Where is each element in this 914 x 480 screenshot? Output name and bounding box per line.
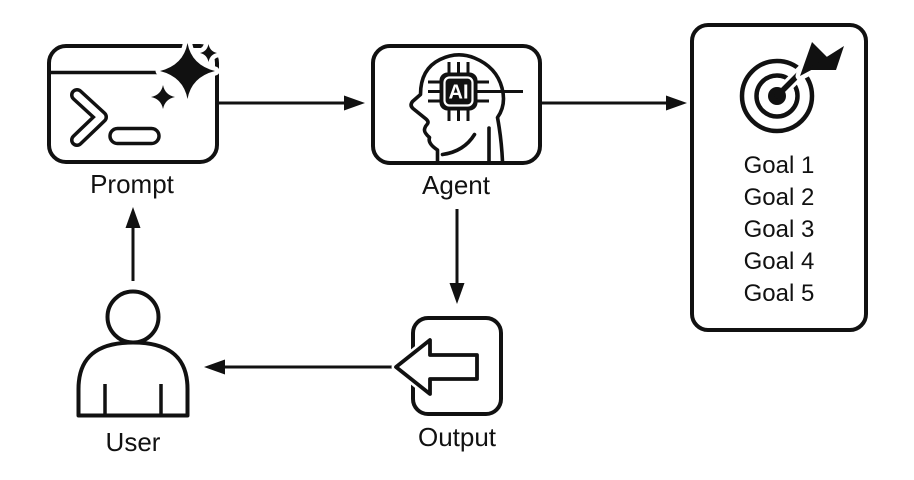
output-label: Output [417,422,497,452]
prompt-icon [47,38,222,164]
person-head [105,289,161,345]
arrow-agent-to-output [449,209,465,304]
sparkle-large-icon [155,38,220,104]
terminal-chevron-icon [70,88,108,147]
target-dart-icon [739,37,849,134]
goals-panel [690,23,868,332]
person-body [76,340,190,418]
ai-chip-label: AI [449,82,469,104]
sparkle-medium-icon [146,80,180,114]
goals-box [690,23,868,332]
head-profile-icon [409,53,506,164]
export-arrow-icon [391,335,482,399]
arrow-prompt-to-agent [217,95,365,111]
goal-item: Goal 2 [743,184,815,211]
arrow-output-to-user [204,359,396,375]
terminal-underscore-icon [108,126,161,146]
arrow-user-to-prompt [125,207,141,281]
arrow-agent-to-goals [541,95,687,111]
prompt-label: Prompt [90,169,174,199]
agent-icon: AI [371,44,542,165]
ai-chip-icon: AI [428,62,523,121]
goal-item: Goal 5 [743,280,815,307]
goal-item: Goal 3 [743,216,815,243]
goal-item: Goal 4 [743,248,815,275]
output-icon [391,316,503,416]
agent-label: Agent [422,170,490,200]
user-icon [76,289,190,418]
user-label: User [105,427,161,457]
goal-item: Goal 1 [743,152,815,179]
sparkle-small-icon [195,39,222,67]
goals-list: Goal 1 Goal 2 Goal 3 Goal 4 Goal 5 [692,150,866,310]
